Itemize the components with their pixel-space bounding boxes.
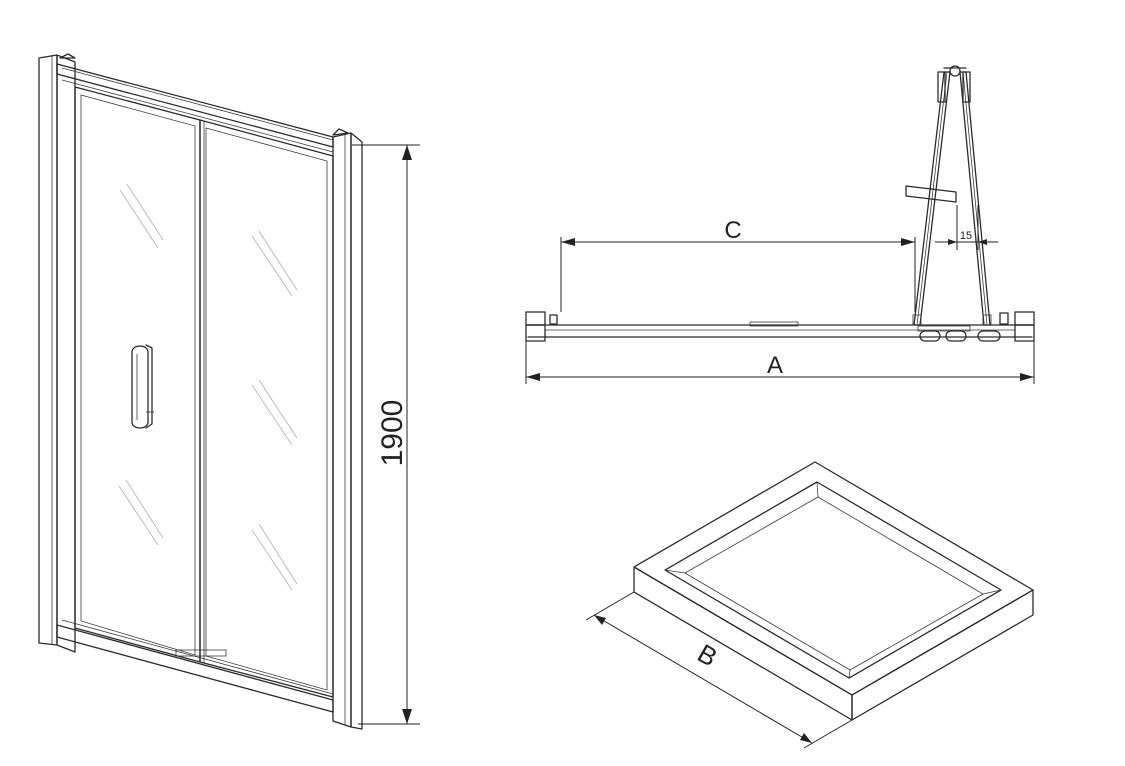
b-dimension: B: [585, 591, 853, 749]
bottom-guide: [175, 649, 227, 657]
door-handle: [131, 344, 154, 429]
height-dimension: 1900: [352, 144, 420, 725]
b-dimension-label: B: [692, 638, 722, 673]
right-glass-panel: [199, 119, 334, 698]
offset-dimension: 15: [935, 205, 998, 250]
c-dimension-label: C: [724, 217, 741, 244]
c-dimension: C: [560, 217, 916, 312]
shower-tray: [633, 461, 1034, 721]
right-wall-profile: [332, 128, 363, 730]
height-dimension-label: 1900: [376, 400, 409, 467]
a-dimension-label: A: [767, 352, 783, 379]
left-wall-profile: [38, 53, 76, 653]
offset-dimension-label: 15: [960, 230, 972, 242]
a-dimension: A: [525, 341, 1035, 384]
top-rail: [56, 63, 334, 153]
plan-view: C 15 A: [525, 65, 1035, 384]
door-isometric-view: [38, 53, 363, 730]
folding-door-open: [905, 65, 992, 326]
left-glass-panel: [74, 86, 201, 663]
bottom-rail: [56, 619, 334, 713]
base-profile: [525, 311, 1035, 342]
